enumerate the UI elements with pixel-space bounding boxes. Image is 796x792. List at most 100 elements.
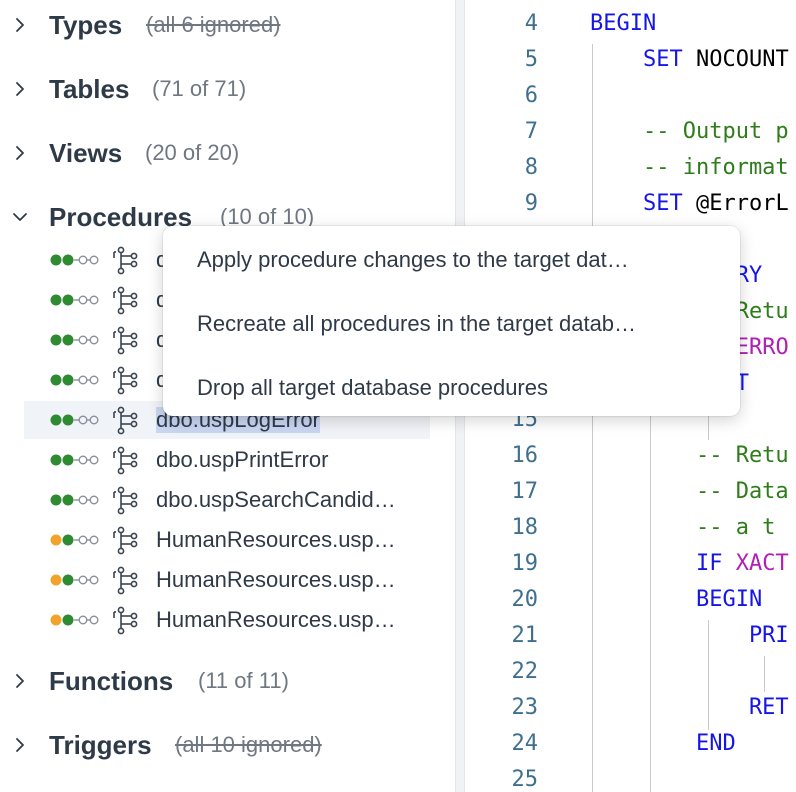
status-dots-icon bbox=[49, 613, 103, 627]
procedure-tree-icon bbox=[112, 406, 142, 436]
status-dots-icon bbox=[49, 533, 103, 547]
procedure-item[interactable]: dbo.uspPrintError bbox=[24, 441, 430, 479]
line-number: 21 bbox=[511, 623, 539, 648]
apply-changes-menu-item[interactable]: Apply procedure changes to the target da… bbox=[163, 230, 740, 286]
line-number: 23 bbox=[511, 695, 539, 720]
code-token: SET bbox=[590, 191, 696, 216]
chevron-right-icon[interactable] bbox=[12, 737, 28, 753]
tree-category-count: (all 10 ignored) bbox=[175, 732, 322, 757]
code-line: PRI bbox=[590, 623, 789, 648]
code-line: IF XACT bbox=[590, 551, 789, 576]
code-token: -- informat bbox=[590, 155, 789, 180]
menu-item-label: Recreate all procedures in the target da… bbox=[197, 311, 637, 336]
tree-category-count: (all 6 ignored) bbox=[146, 12, 281, 37]
drop-procedures-menu-item[interactable]: Drop all target database procedures bbox=[163, 358, 740, 414]
tree-category-tables[interactable]: Tables (71 of 71) bbox=[0, 69, 440, 109]
procedure-item[interactable]: dbo.uspSearchCandid… bbox=[24, 481, 430, 519]
tree-category-procedures[interactable]: Procedures(10 of 10) bbox=[0, 197, 440, 237]
menu-item-label: Drop all target database procedures bbox=[197, 375, 548, 400]
line-number: 16 bbox=[511, 443, 539, 468]
tree-category-count: (71 of 71) bbox=[152, 76, 247, 101]
code-token: IF bbox=[590, 551, 736, 576]
context-menu: Apply procedure changes to the target da… bbox=[163, 226, 740, 416]
code-token: -- Output p bbox=[590, 119, 789, 144]
code-token: -- Data bbox=[590, 479, 789, 504]
procedure-tree-icon bbox=[112, 286, 142, 316]
procedure-tree-icon bbox=[112, 566, 142, 596]
code-line: -- Retu bbox=[590, 443, 789, 468]
procedure-tree-icon bbox=[112, 606, 142, 636]
code-token: -- a t bbox=[590, 515, 776, 540]
procedure-item[interactable]: HumanResources.usp… bbox=[24, 561, 430, 599]
code-token: BEGIN bbox=[590, 11, 657, 36]
indent-guide bbox=[708, 620, 709, 730]
tree-category-label: Tables bbox=[49, 73, 130, 104]
indent-guide bbox=[708, 400, 709, 440]
procedure-tree-icon bbox=[112, 446, 142, 476]
line-number: 22 bbox=[511, 659, 539, 684]
code-line: RET bbox=[590, 695, 789, 720]
code-token: NOCOUNT bbox=[695, 47, 789, 72]
code-token: END bbox=[590, 731, 736, 756]
code-line: SET @ErrorL bbox=[590, 191, 789, 216]
line-number: 20 bbox=[511, 587, 539, 612]
tree-category-label: Triggers bbox=[49, 729, 152, 760]
status-dots-icon bbox=[49, 373, 103, 387]
status-dots-icon bbox=[49, 413, 103, 427]
tree-category-views[interactable]: Views (20 of 20) bbox=[0, 133, 440, 173]
chevron-right-icon[interactable] bbox=[12, 673, 28, 689]
indent-guide bbox=[592, 44, 593, 792]
status-dots-icon bbox=[49, 453, 103, 467]
procedure-item[interactable]: HumanResources.usp… bbox=[24, 521, 430, 559]
procedure-tree-icon bbox=[112, 326, 142, 356]
chevron-right-icon[interactable] bbox=[12, 145, 28, 161]
status-dots-icon bbox=[49, 333, 103, 347]
procedure-tree-icon bbox=[112, 246, 142, 276]
chevron-down-icon[interactable] bbox=[12, 209, 28, 225]
line-number: 8 bbox=[524, 155, 538, 180]
status-dots-icon bbox=[49, 293, 103, 307]
line-number: 6 bbox=[524, 83, 538, 108]
menu-item-label: Apply procedure changes to the target da… bbox=[197, 247, 629, 272]
line-number: 19 bbox=[511, 551, 539, 576]
tree-category-count: (10 of 10) bbox=[220, 204, 315, 229]
tree-category-count: (11 of 11) bbox=[198, 668, 289, 693]
code-token: @ErrorL bbox=[695, 191, 789, 216]
indent-guide bbox=[764, 656, 765, 692]
tree-category-functions[interactable]: Functions (11 of 11) bbox=[0, 661, 440, 701]
procedure-name: HumanResources.usp… bbox=[156, 567, 396, 592]
code-line: -- informat bbox=[590, 155, 789, 180]
chevron-right-icon[interactable] bbox=[12, 17, 28, 33]
line-number: 17 bbox=[511, 479, 539, 504]
tree-category-types[interactable]: Types (all 6 ignored) bbox=[0, 5, 440, 45]
procedure-item[interactable]: HumanResources.usp… bbox=[24, 601, 430, 639]
tree-category-label: Views bbox=[49, 137, 123, 168]
tree-category-label: Functions bbox=[49, 665, 174, 696]
recreate-procedures-menu-item[interactable]: Recreate all procedures in the target da… bbox=[163, 294, 740, 350]
code-token: SET bbox=[590, 47, 696, 72]
chevron-right-icon[interactable] bbox=[12, 81, 28, 97]
code-token: PRI bbox=[590, 623, 789, 648]
line-number: 7 bbox=[524, 119, 538, 144]
code-line: BEGIN bbox=[590, 587, 762, 612]
tree-category-count: (20 of 20) bbox=[145, 140, 240, 165]
line-number: 18 bbox=[511, 515, 539, 540]
procedure-name: HumanResources.usp… bbox=[156, 607, 396, 632]
code-line: END bbox=[590, 731, 736, 756]
code-token: RET bbox=[590, 695, 789, 720]
code-token: BEGIN bbox=[590, 587, 763, 612]
code-token: ERRO bbox=[735, 335, 789, 360]
tree-category-label: Types bbox=[49, 9, 123, 40]
status-dots-icon bbox=[49, 493, 103, 507]
procedure-tree-icon bbox=[112, 526, 142, 556]
procedure-name: HumanResources.usp… bbox=[156, 527, 396, 552]
line-number: 5 bbox=[524, 47, 538, 72]
procedure-tree-icon bbox=[112, 366, 142, 396]
procedure-name: dbo.uspSearchCandid… bbox=[156, 487, 396, 512]
code-line: -- a t bbox=[590, 515, 775, 540]
tree-category-triggers[interactable]: Triggers (all 10 ignored) bbox=[0, 725, 440, 765]
status-dots-icon bbox=[49, 573, 103, 587]
code-line: -- Output p bbox=[590, 119, 789, 144]
indent-guide bbox=[650, 260, 651, 792]
code-line: SET NOCOUNT bbox=[590, 47, 789, 72]
